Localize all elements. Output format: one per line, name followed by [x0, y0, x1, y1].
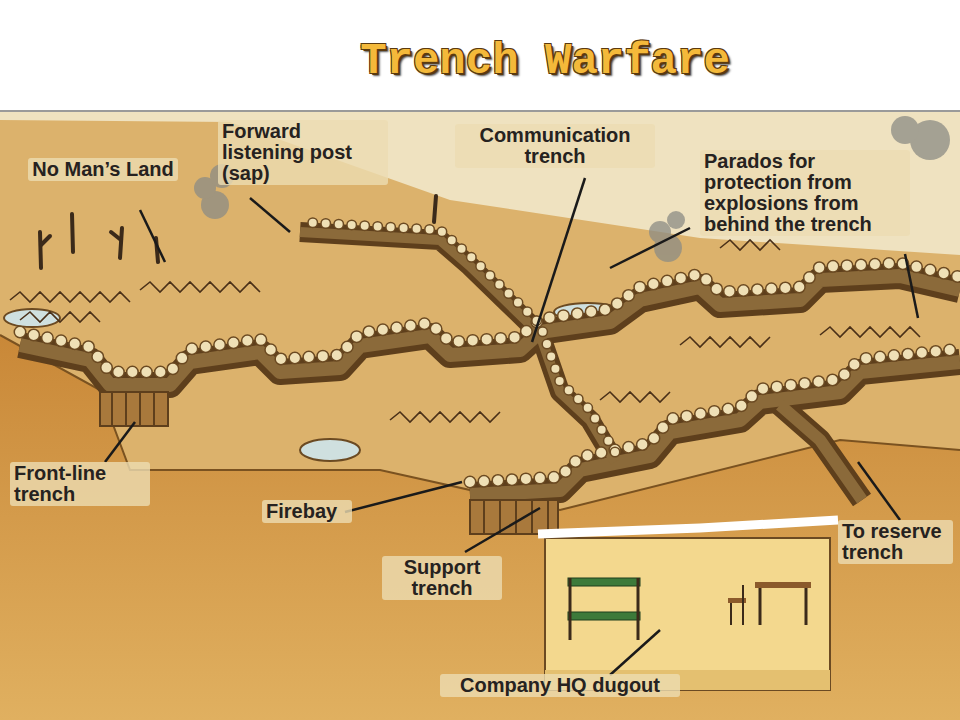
leader-line — [140, 210, 165, 262]
picture-ground — [0, 110, 960, 720]
smoke-plume — [667, 211, 685, 229]
picture-ground — [0, 110, 960, 112]
dugout — [568, 612, 640, 620]
shell-hole — [4, 309, 60, 327]
part-label: No Man’s Land — [28, 158, 178, 181]
leader-line — [105, 178, 918, 675]
dugout — [805, 588, 808, 625]
dead-tree — [111, 232, 121, 240]
dead-tree — [434, 196, 436, 222]
part-label: Forward listening post (sap) — [218, 120, 388, 185]
trench-revetment — [125, 392, 127, 426]
barbed-wire — [140, 282, 260, 292]
trench-revetment — [111, 392, 113, 426]
barbed-wire — [820, 327, 920, 337]
dead-tree — [41, 236, 50, 245]
dugout — [637, 578, 640, 640]
part-label: To reserve trench — [838, 520, 953, 564]
dugout — [538, 520, 838, 690]
picture-ground — [0, 110, 960, 720]
trench-revetment — [483, 500, 485, 534]
barbed-wire — [390, 412, 500, 422]
part-label: Company HQ dugout — [440, 674, 680, 697]
dugout — [538, 520, 838, 534]
dead-tree — [40, 196, 436, 268]
trench-revetment — [100, 392, 168, 426]
trench-revetment — [531, 500, 533, 534]
picture-ground — [0, 335, 960, 720]
sandbag — [20, 222, 960, 482]
sandbag — [300, 222, 615, 452]
dugout — [730, 603, 732, 625]
trench — [780, 405, 862, 500]
smoke-plume — [194, 116, 950, 262]
picture-ground — [0, 120, 960, 510]
trench-revetment — [139, 392, 141, 426]
barbed-wire — [10, 240, 920, 422]
sandbag — [470, 349, 960, 482]
part-label: Parados for protection from explosions f… — [700, 150, 910, 236]
barbed-wire — [10, 292, 130, 302]
leader-line — [610, 630, 660, 675]
sandbag — [470, 349, 960, 482]
smoke-plume — [891, 116, 919, 144]
dead-tree — [72, 214, 73, 252]
trench-revetment — [499, 500, 501, 534]
part-label: Front-line trench — [10, 462, 150, 506]
dead-tree — [120, 228, 122, 258]
trench — [780, 405, 862, 500]
leader-line — [905, 254, 918, 318]
leader-line — [610, 228, 690, 268]
part-label: Support trench — [382, 556, 502, 600]
leader-line — [532, 178, 585, 342]
trench-revetment — [547, 500, 549, 534]
leader-line — [250, 198, 290, 232]
barbed-wire — [680, 337, 770, 347]
barbed-wire — [600, 392, 670, 402]
leader-line — [465, 508, 540, 552]
leader-line — [858, 462, 900, 520]
trench-revetment — [153, 392, 155, 426]
dugout — [568, 578, 640, 586]
part-label: Communication trench — [455, 124, 655, 168]
part-label: Firebay — [262, 500, 352, 523]
barbed-wire — [720, 240, 780, 250]
dugout — [742, 585, 744, 625]
dugout — [545, 538, 830, 690]
trench-revetment — [100, 392, 558, 534]
dugout — [759, 588, 762, 625]
dugout — [569, 578, 572, 640]
sandbag — [300, 222, 615, 452]
trench-revetment — [515, 500, 517, 534]
page-title: Trench Warfare — [300, 36, 790, 86]
dugout — [755, 582, 811, 588]
shell-hole — [300, 439, 360, 461]
barbed-wire — [20, 312, 100, 322]
dead-tree — [40, 232, 41, 268]
trench-revetment — [470, 500, 558, 534]
leader-line — [345, 482, 462, 512]
leader-line — [105, 422, 135, 462]
